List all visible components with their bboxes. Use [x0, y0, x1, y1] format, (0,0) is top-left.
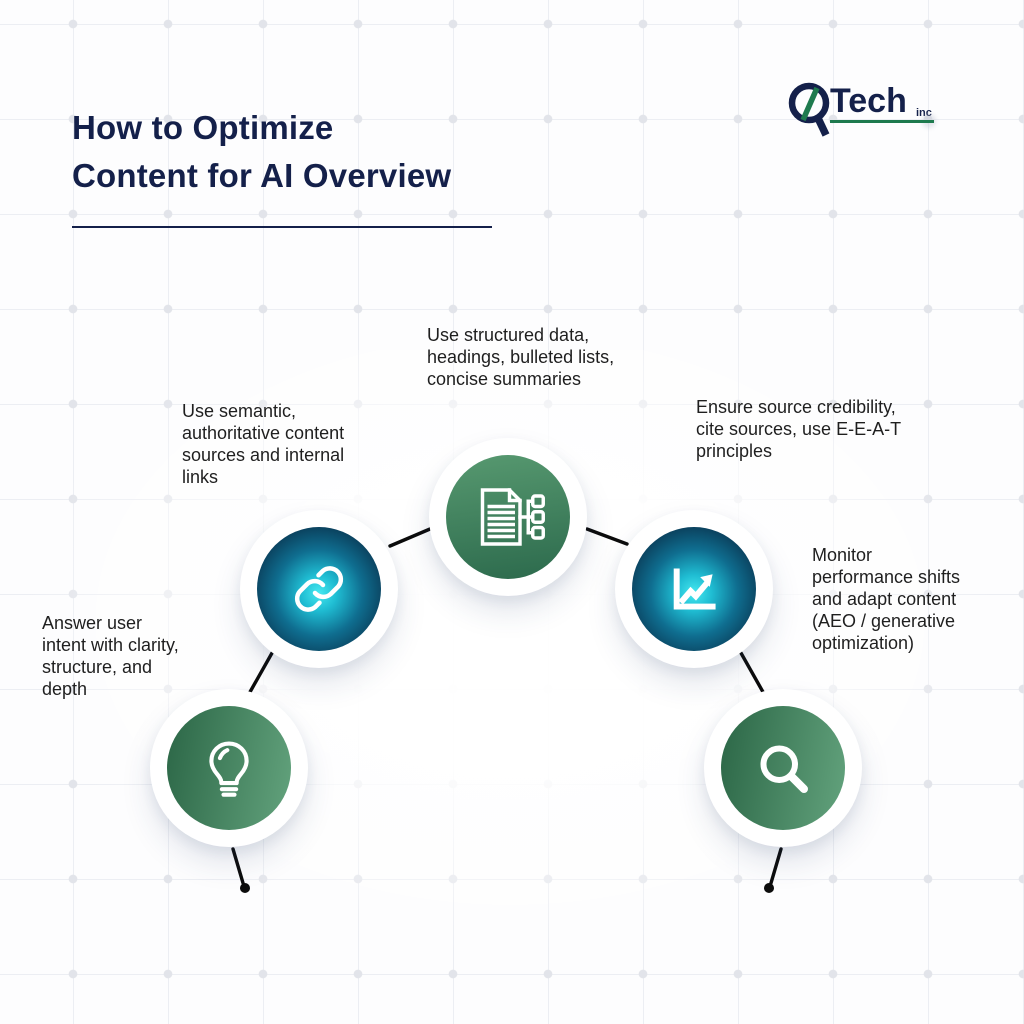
step-label-semantic-sources: Use semantic, authoritative content sour…: [182, 401, 345, 487]
logo-underline: [830, 120, 934, 123]
connector-end-dot: [240, 883, 250, 893]
connector-segment: [231, 847, 245, 885]
step-label-structured-data: Use structured data, headings, bulleted …: [427, 325, 615, 389]
step-node-structured-data: [429, 438, 587, 596]
node-core: [721, 706, 845, 830]
connector-segment: [585, 527, 629, 546]
document-structure-icon: [480, 488, 545, 546]
connector-segment: [388, 527, 432, 548]
step-label-source-credibility: Ensure source credibility, cite sources,…: [696, 397, 901, 461]
qtech-logo-q-icon: [788, 82, 830, 137]
connector-segment: [739, 651, 765, 694]
node-core: [257, 527, 381, 651]
step-label-monitor-performance: Monitor performance shifts and adapt con…: [812, 545, 961, 653]
trend-chart-icon: [673, 568, 716, 610]
lightbulb-icon: [209, 741, 249, 797]
connector-segment: [769, 847, 783, 885]
node-core: [167, 706, 291, 830]
title-underline: [72, 226, 492, 228]
page-title-line1: How to Optimize: [72, 109, 334, 146]
node-core: [632, 527, 756, 651]
logo-brand-suffix: inc: [916, 107, 932, 119]
chain-link-icon: [294, 566, 344, 612]
connector-segment: [248, 651, 274, 694]
node-core: [446, 455, 570, 579]
magnifier-icon: [760, 745, 808, 793]
logo-brand-name: Tech: [830, 82, 907, 120]
step-node-answer-user-intent: [150, 689, 308, 847]
connector-end-dot: [764, 883, 774, 893]
qtech-logo: Tech inc: [788, 74, 958, 144]
step-label-answer-user-intent: Answer user intent with clarity, structu…: [42, 613, 179, 699]
step-node-source-credibility: [615, 510, 773, 668]
step-node-semantic-sources: [240, 510, 398, 668]
page-title-line2: Content for AI Overview: [72, 157, 452, 194]
step-node-monitor-performance: [704, 689, 862, 847]
page-title: How to Optimize Content for AI Overview: [72, 104, 451, 200]
